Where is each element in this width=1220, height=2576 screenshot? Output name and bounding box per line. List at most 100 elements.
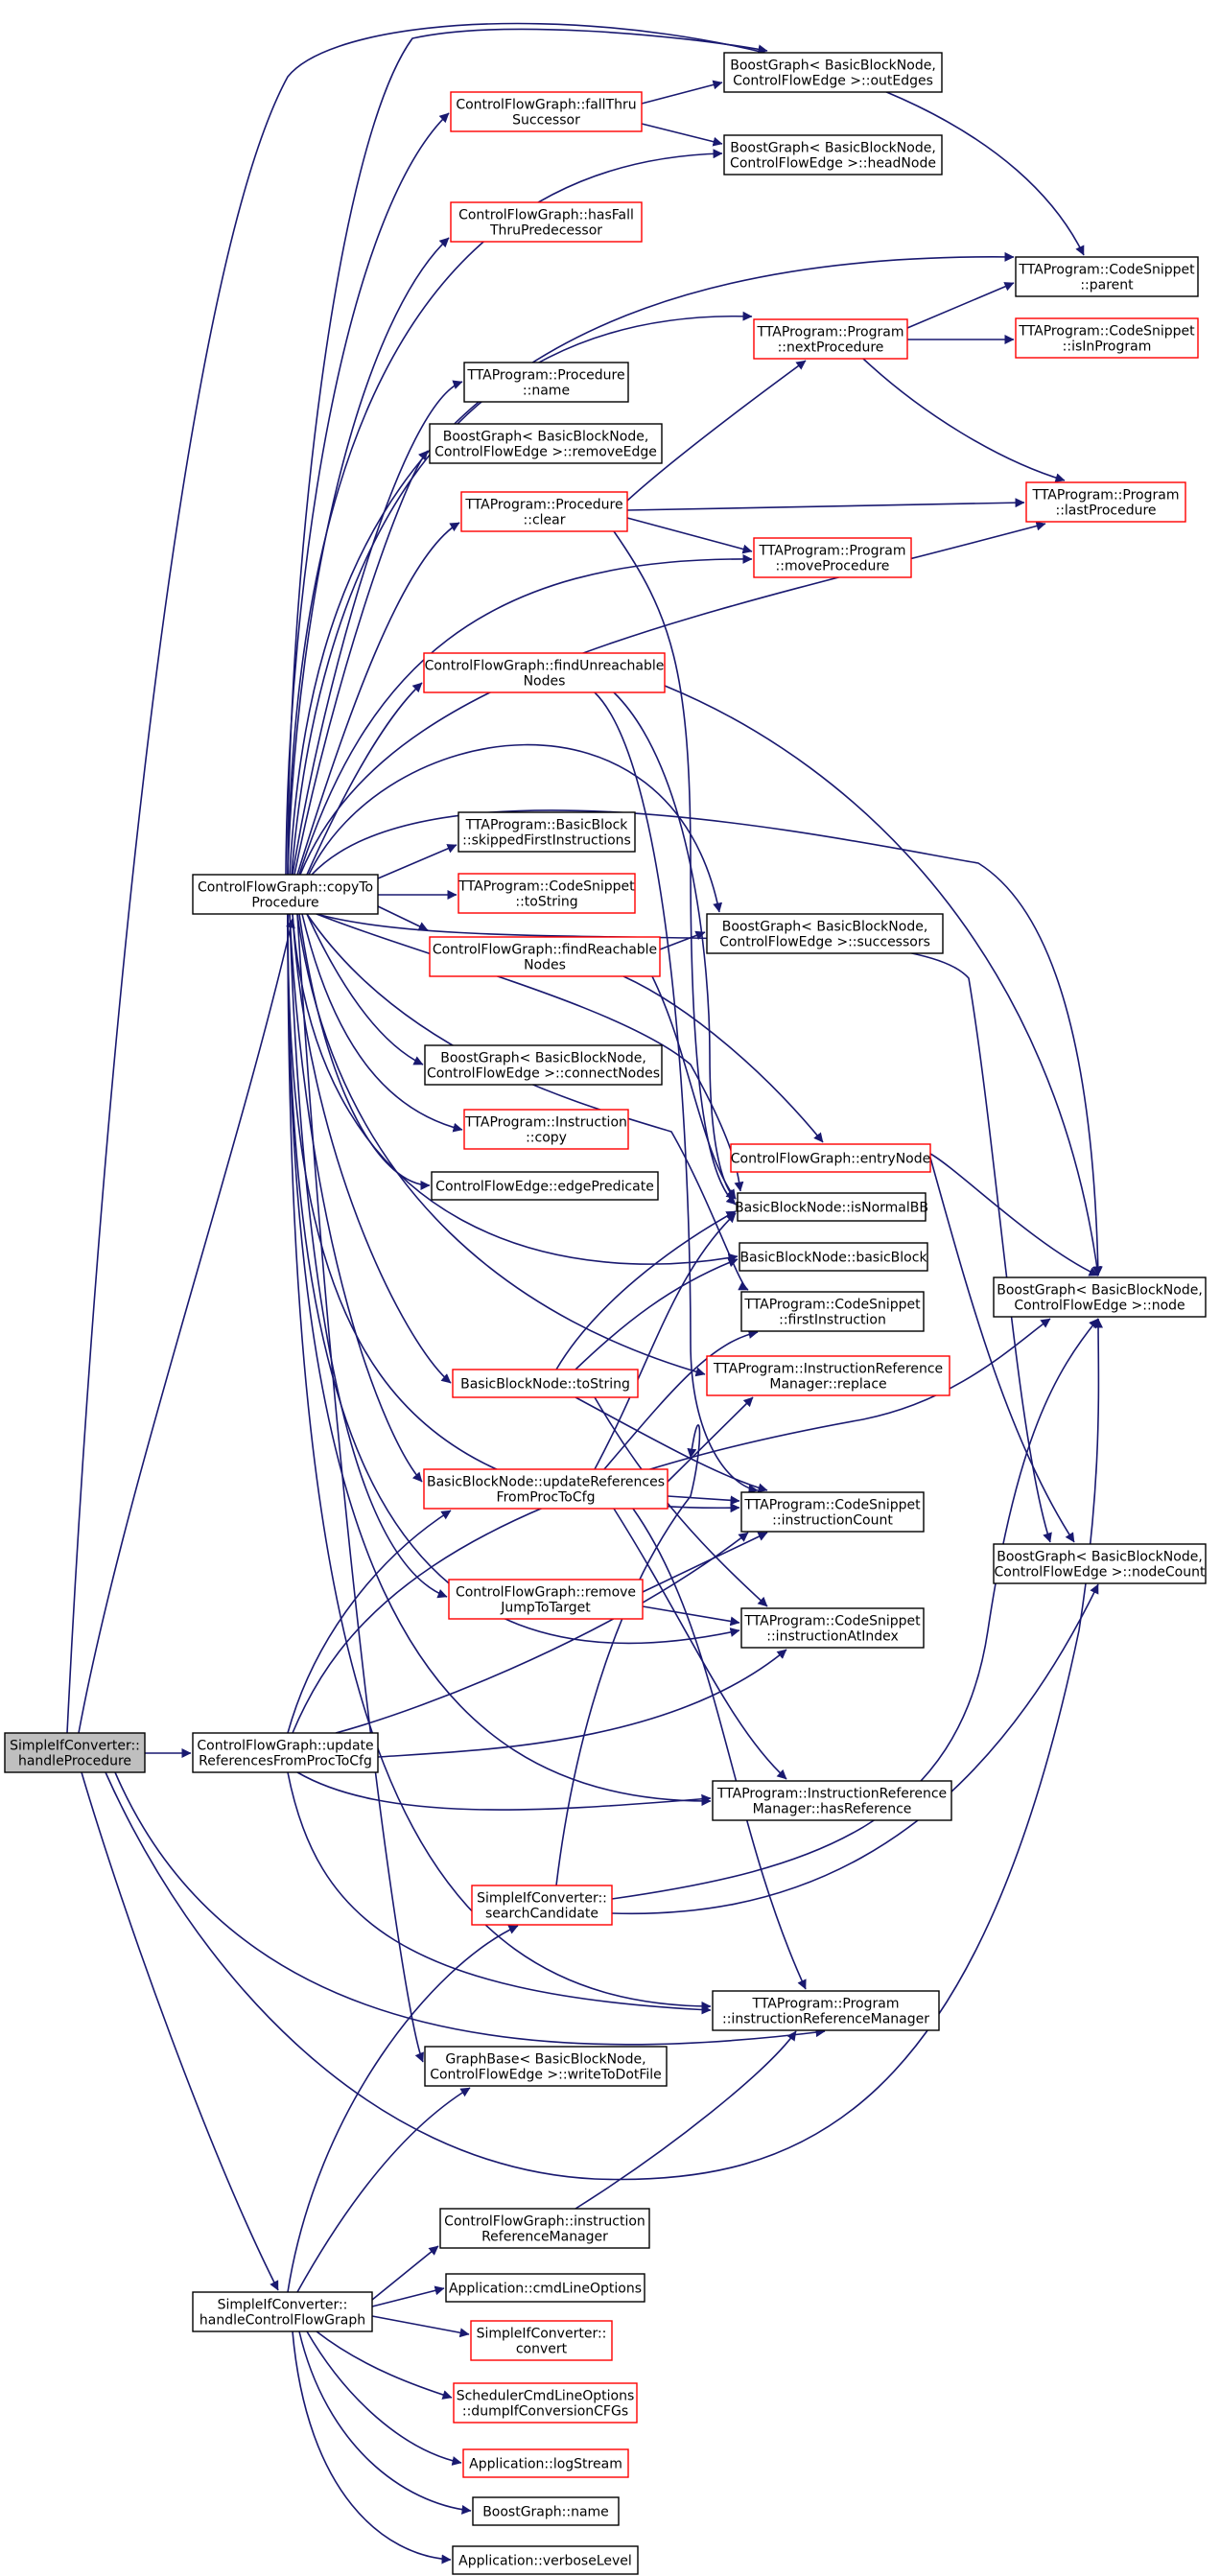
call-edge bbox=[287, 1510, 452, 1734]
edge-n1-n17 bbox=[289, 913, 423, 1483]
function-node[interactable]: TTAProgram::InstructionReferenceManager:… bbox=[712, 1780, 952, 1821]
function-node[interactable]: ControlFlowEdge::edgePredicate bbox=[431, 1171, 659, 1201]
function-node[interactable]: TTAProgram::CodeSnippet::firstInstructio… bbox=[740, 1291, 925, 1332]
function-node[interactable]: BasicBlockNode::updateReferencesFromProc… bbox=[423, 1468, 669, 1510]
function-node[interactable]: TTAProgram::BasicBlock::skippedFirstInst… bbox=[458, 811, 636, 853]
edge-n1-n12 bbox=[377, 905, 429, 931]
call-edge bbox=[667, 1396, 754, 1483]
function-node[interactable]: SimpleIfConverter::handleControlFlowGrap… bbox=[192, 2291, 373, 2332]
call-edge bbox=[296, 913, 424, 2063]
function-node[interactable]: TTAProgram::InstructionReferenceManager:… bbox=[706, 1355, 950, 1396]
edge-n9-n34 bbox=[613, 691, 737, 1200]
function-node[interactable]: Application::logStream bbox=[462, 2448, 629, 2478]
node-label: Nodes bbox=[524, 958, 566, 973]
node-box bbox=[739, 1242, 928, 1272]
call-edge bbox=[311, 809, 1103, 1276]
function-node[interactable]: SchedulerCmdLineOptions::dumpIfConversio… bbox=[453, 2382, 638, 2424]
node-label: ControlFlowGraph::copyTo bbox=[198, 880, 373, 896]
node-label: ::instructionReferenceManager bbox=[722, 2012, 929, 2027]
function-node[interactable]: TTAProgram::CodeSnippet::instructionCoun… bbox=[740, 1491, 925, 1533]
edge-n19-n46 bbox=[611, 1583, 1099, 1915]
function-node[interactable]: Application::cmdLineOptions bbox=[445, 2273, 645, 2303]
node-label: ControlFlowEdge >::node bbox=[1014, 1299, 1185, 1314]
node-label: BasicBlockNode::basicBlock bbox=[739, 1251, 927, 1266]
function-node[interactable]: BoostGraph< BasicBlockNode,ControlFlowEd… bbox=[993, 1543, 1207, 1584]
function-node[interactable]: Application::verboseLevel bbox=[452, 2545, 639, 2575]
edge-n17-n36 bbox=[603, 1329, 759, 1470]
function-node[interactable]: TTAProgram::Program::nextProcedure bbox=[753, 318, 908, 360]
function-node[interactable]: BoostGraph::name bbox=[472, 2496, 620, 2526]
function-node[interactable]: TTAProgram::Procedure::clear bbox=[460, 491, 628, 532]
node-box bbox=[423, 1468, 669, 1510]
function-node[interactable]: ControlFlowGraph::instructionReferenceMa… bbox=[439, 2208, 650, 2249]
node-box bbox=[458, 811, 636, 853]
node-box bbox=[452, 1369, 639, 1398]
edge-n3-n22 bbox=[371, 2285, 445, 2307]
node-label: ::isInProgram bbox=[1063, 340, 1152, 355]
call-edge bbox=[292, 2330, 452, 2564]
call-edge bbox=[301, 913, 463, 1133]
function-node[interactable]: BoostGraph< BasicBlockNode,ControlFlowEd… bbox=[723, 52, 943, 93]
function-node[interactable]: TTAProgram::Program::moveProcedure bbox=[753, 537, 912, 578]
function-node[interactable]: BoostGraph< BasicBlockNode,ControlFlowEd… bbox=[706, 913, 944, 954]
call-edge bbox=[626, 498, 1025, 511]
function-node[interactable]: SimpleIfConverter::searchCandidate bbox=[471, 1885, 613, 1926]
call-edge bbox=[298, 553, 753, 876]
function-node[interactable]: TTAProgram::CodeSnippet::isInProgram bbox=[1015, 317, 1199, 359]
node-box bbox=[993, 1543, 1207, 1584]
edge-n8-n44 bbox=[626, 498, 1025, 511]
edge-n21-n41 bbox=[575, 2030, 797, 2210]
call-edge bbox=[306, 2330, 462, 2466]
function-node[interactable]: BoostGraph< BasicBlockNode,ControlFlowEd… bbox=[723, 134, 943, 176]
edge-n1-n18 bbox=[289, 913, 448, 1599]
function-node[interactable]: BoostGraph< BasicBlockNode,ControlFlowEd… bbox=[993, 1276, 1207, 1318]
node-label: BoostGraph< BasicBlockNode, bbox=[997, 1283, 1203, 1299]
function-node[interactable]: BoostGraph< BasicBlockNode,ControlFlowEd… bbox=[429, 423, 663, 464]
call-edge bbox=[308, 743, 723, 913]
function-node[interactable]: ControlFlowGraph::entryNode bbox=[730, 1143, 931, 1173]
edge-n1-n45 bbox=[311, 809, 1103, 1276]
node-box bbox=[753, 318, 908, 360]
node-box bbox=[4, 1732, 146, 1773]
function-node[interactable]: TTAProgram::Instruction::copy bbox=[463, 1109, 629, 1150]
call-edge bbox=[613, 530, 737, 1206]
call-edge bbox=[611, 1583, 1099, 1915]
function-node[interactable]: BoostGraph< BasicBlockNode,ControlFlowEd… bbox=[424, 1044, 663, 1086]
node-label: Manager::hasReference bbox=[753, 1802, 912, 1817]
function-node[interactable]: TTAProgram::Procedure::name bbox=[463, 362, 629, 403]
edge-n1-n31 bbox=[298, 553, 753, 876]
function-node[interactable]: BasicBlockNode::basicBlock bbox=[739, 1242, 928, 1272]
call-edge bbox=[906, 282, 1015, 329]
node-label: TTAProgram::Program bbox=[757, 325, 904, 340]
function-node[interactable]: TTAProgram::CodeSnippet::parent bbox=[1015, 256, 1199, 297]
node-box bbox=[723, 52, 943, 93]
call-edge bbox=[287, 28, 768, 876]
function-node[interactable]: TTAProgram::CodeSnippet::toString bbox=[458, 873, 636, 914]
function-node[interactable]: SimpleIfConverter::convert bbox=[470, 2320, 613, 2361]
function-node[interactable]: TTAProgram::Program::lastProcedure bbox=[1025, 481, 1186, 523]
edge-n9-n45 bbox=[664, 685, 1102, 1276]
call-edge bbox=[316, 2330, 453, 2400]
function-node[interactable]: BasicBlockNode::toString bbox=[452, 1369, 639, 1398]
node-label: TTAProgram::CodeSnippet bbox=[743, 1614, 921, 1629]
function-node[interactable]: GraphBase< BasicBlockNode,ControlFlowEdg… bbox=[424, 2046, 668, 2087]
node-label: ControlFlowEdge >::removeEdge bbox=[434, 445, 657, 460]
call-edge bbox=[78, 918, 295, 1734]
function-node[interactable]: BasicBlockNode::isNormalBB bbox=[735, 1192, 928, 1222]
call-edge bbox=[555, 1210, 737, 1370]
node-label: TTAProgram::Instruction bbox=[464, 1115, 627, 1131]
edge-n12-n33 bbox=[622, 975, 824, 1143]
function-node[interactable]: ControlFlowGraph::updateReferencesFromPr… bbox=[192, 1732, 379, 1773]
edge-n8-n34 bbox=[613, 530, 737, 1206]
edge-n3-n25 bbox=[306, 2330, 462, 2466]
node-label: ControlFlowEdge >::connectNodes bbox=[427, 1066, 660, 1082]
edge-n2-n41 bbox=[287, 1771, 712, 2015]
function-node[interactable]: TTAProgram::CodeSnippet::instructionAtIn… bbox=[740, 1607, 925, 1649]
function-node[interactable]: TTAProgram::Program::instructionReferenc… bbox=[712, 1990, 940, 2031]
